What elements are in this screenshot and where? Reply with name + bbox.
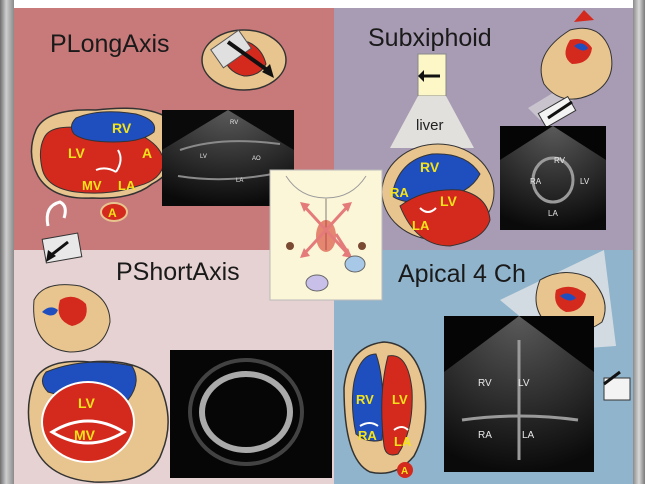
- plong-us-la: LA: [236, 178, 243, 184]
- apical-label-ra: RA: [358, 428, 377, 443]
- apical-label-a: A: [401, 466, 408, 477]
- subx-label-ra: RA: [390, 185, 409, 200]
- chest-probe-positions-figure: [270, 170, 382, 300]
- pshort-label-mv: MV: [74, 427, 96, 443]
- subx-us-la: LA: [548, 209, 558, 218]
- subx-label-la: LA: [412, 218, 430, 233]
- subx-us-ra: RA: [530, 177, 542, 186]
- pshort-probe-heart-icon: [34, 202, 110, 352]
- plong-label-rv: RV: [112, 120, 132, 136]
- plong-us-rv: RV: [230, 120, 238, 126]
- apical-ultrasound-image: [444, 316, 594, 472]
- plong-label-lv: LV: [68, 145, 86, 161]
- plong-label-mv: MV: [82, 178, 102, 193]
- apical-label-lv: LV: [392, 392, 408, 407]
- pshort-heart-schematic: [28, 361, 168, 482]
- plong-us-lv: LV: [200, 154, 207, 160]
- subx-label-rv: RV: [420, 159, 440, 175]
- apical-us-lv: LV: [518, 378, 530, 389]
- apical-label-rv: RV: [356, 392, 374, 407]
- apical-us-rv: RV: [478, 378, 492, 389]
- pshort-ultrasound-image: [170, 350, 332, 478]
- subx-label-lv: LV: [440, 193, 458, 209]
- plong-label-a: A: [142, 145, 152, 161]
- plong-us-ao: AO: [252, 156, 261, 162]
- subx-us-rv: RV: [554, 156, 566, 165]
- apical-us-ra: RA: [478, 430, 492, 441]
- apical-heart-schematic: [344, 342, 426, 478]
- subx-probe-heart-icon: [528, 10, 612, 127]
- pshort-label-lv: LV: [78, 395, 96, 411]
- apical-us-la: LA: [522, 430, 535, 441]
- apical-label-la: LA: [394, 434, 412, 449]
- plong-label-a2: A: [108, 206, 117, 220]
- plong-probe-heart-icon: [202, 30, 286, 90]
- plong-label-la: LA: [118, 178, 136, 193]
- subx-us-lv: LV: [580, 177, 590, 186]
- subx-liver-label: liver: [416, 117, 444, 134]
